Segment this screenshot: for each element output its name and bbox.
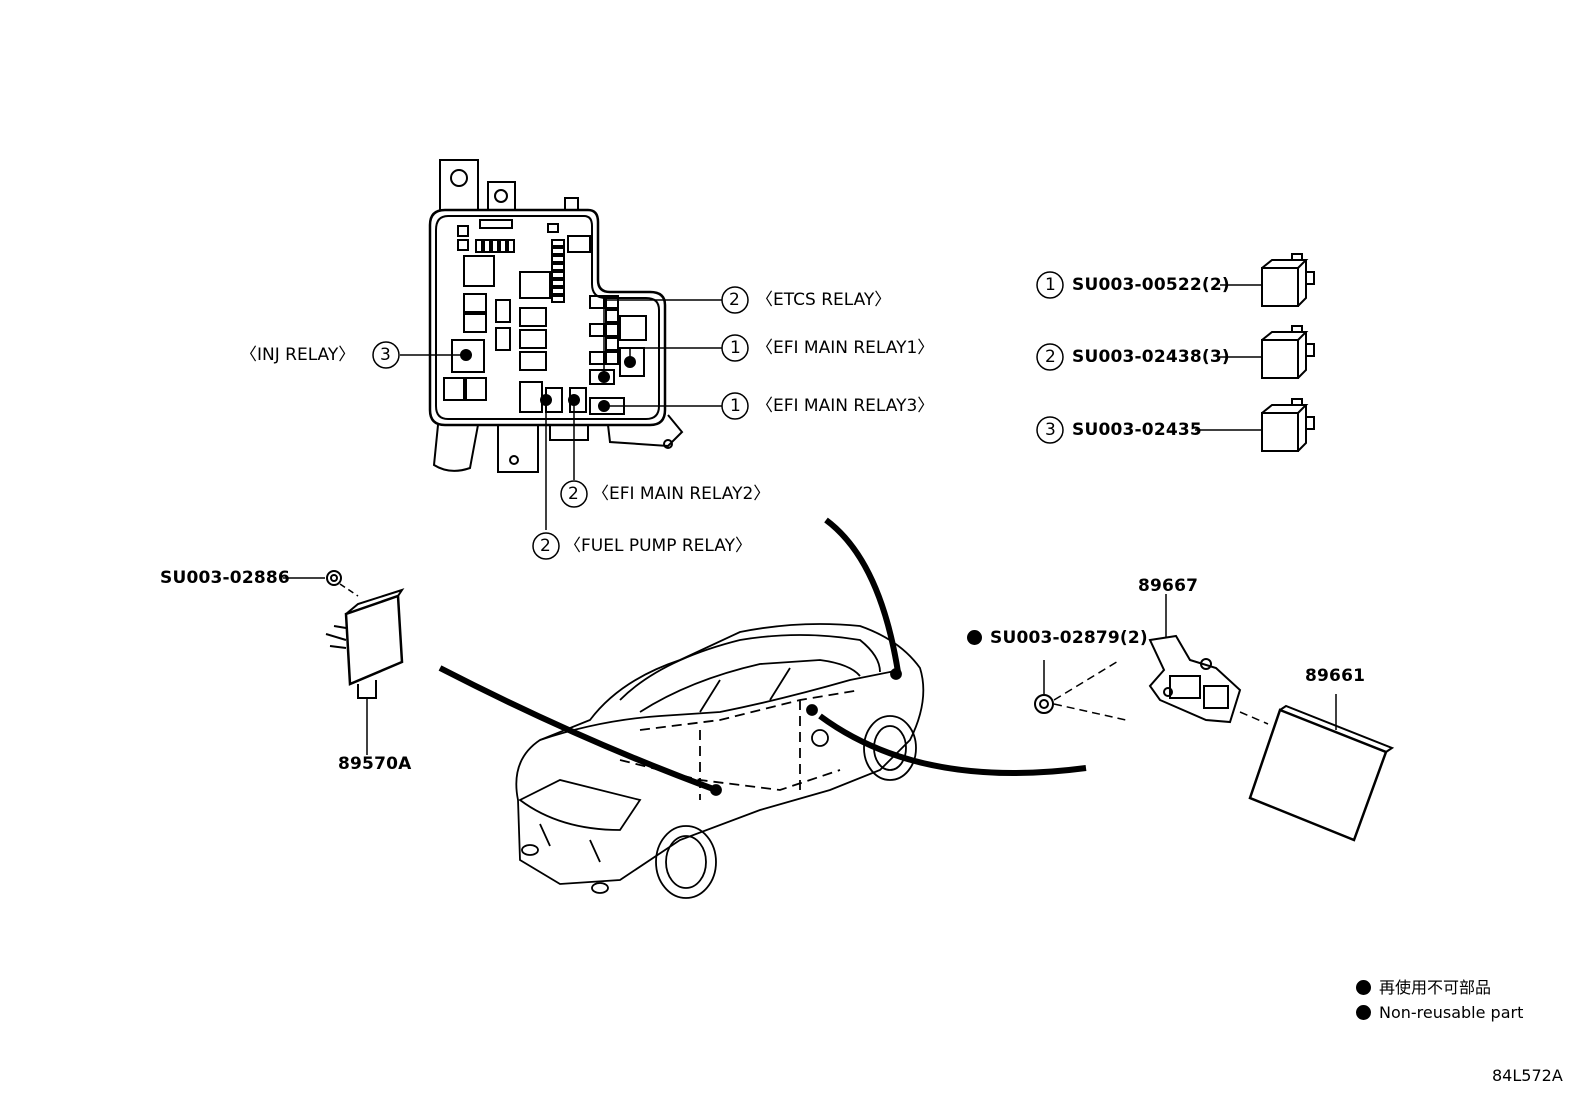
relay-list-num: 1 — [1045, 275, 1056, 295]
fuel-pump-relay-label: 〈FUEL PUMP RELAY〉 — [564, 536, 752, 556]
callout-circle-icon — [372, 286, 749, 560]
relay-part-number: SU003-02438(3) — [1072, 347, 1230, 367]
legend-en-text: Non-reusable part — [1379, 1003, 1524, 1022]
non-reusable-dot-icon — [1356, 1005, 1371, 1020]
legend-en: Non-reusable part — [1356, 1003, 1523, 1023]
relay-box-drawing — [400, 159, 722, 530]
clip-part-number: SU003-02886 — [160, 568, 290, 588]
relay-part-number: SU003-02435 — [1072, 420, 1202, 440]
module-part-number-89661: 89661 — [1305, 666, 1366, 686]
module-part-number-89570a: 89570A — [338, 754, 412, 774]
callout-num-inj: 3 — [380, 345, 391, 365]
callout-num-efi-main3: 1 — [730, 396, 741, 416]
non-reusable-dot-icon — [1356, 980, 1371, 995]
nut-part-number-text: SU003-02879(2) — [990, 628, 1148, 648]
module-89661-drawing — [1034, 594, 1395, 842]
callout-num-efi-main2: 2 — [568, 484, 579, 504]
relay-list-num: 2 — [1045, 347, 1056, 367]
callout-num-etcs: 2 — [729, 290, 740, 310]
callout-num-fuel-pump: 2 — [540, 536, 551, 556]
car-drawing — [438, 517, 1087, 899]
relay-list-drawing — [1036, 271, 1262, 444]
etcs-relay-label: 〈ETCS RELAY〉 — [756, 290, 892, 310]
module-89570a-drawing — [283, 570, 405, 755]
inj-relay-label: 〈INJ RELAY〉 — [240, 345, 356, 365]
relay-list-num: 3 — [1045, 420, 1056, 440]
legend-jp: 再使用不可部品 — [1356, 978, 1491, 998]
legend-jp-text: 再使用不可部品 — [1379, 978, 1492, 997]
non-reusable-dot-icon — [967, 630, 982, 645]
efi-main-relay1-label: 〈EFI MAIN RELAY1〉 — [756, 338, 935, 358]
efi-main-relay2-label: 〈EFI MAIN RELAY2〉 — [592, 484, 771, 504]
relay-icon — [1261, 253, 1315, 452]
callout-num-efi-main1: 1 — [730, 338, 741, 358]
figure-code: 84L572A — [1492, 1066, 1563, 1085]
relay-part-number: SU003-00522(2) — [1072, 275, 1230, 295]
nut-part-number: SU003-02879(2) — [967, 628, 1148, 648]
bracket-part-number: 89667 — [1138, 576, 1199, 596]
efi-main-relay3-label: 〈EFI MAIN RELAY3〉 — [756, 396, 935, 416]
